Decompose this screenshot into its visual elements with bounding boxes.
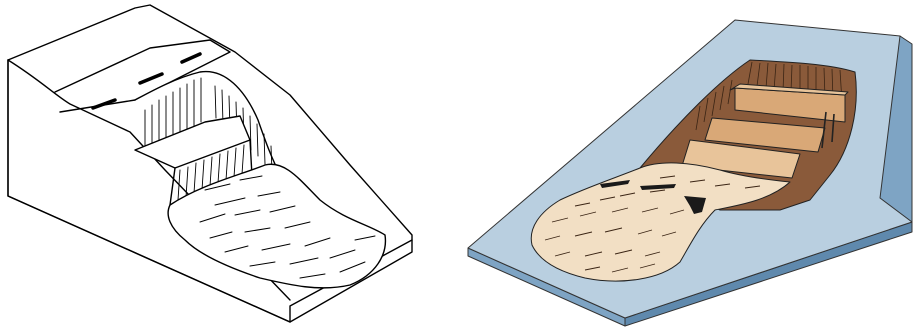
right-diagram (468, 20, 912, 326)
left-diagram (8, 5, 412, 322)
